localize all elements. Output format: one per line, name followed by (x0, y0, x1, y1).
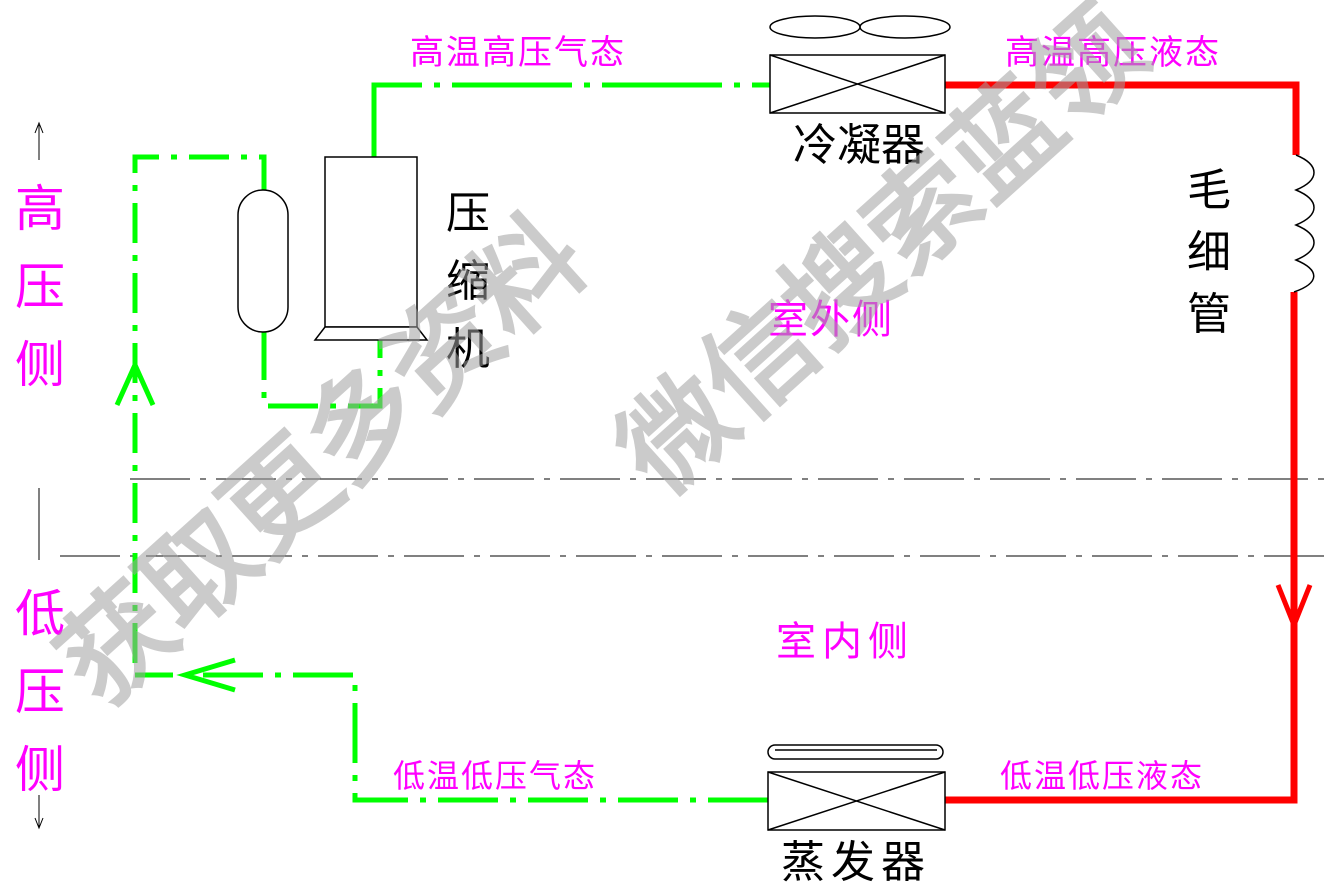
capillary-coil-icon (1293, 154, 1315, 293)
suction-pipe (135, 672, 768, 803)
accumulator-icon (237, 189, 289, 333)
low-side-arrow (34, 795, 44, 830)
high-side-arrow (34, 121, 44, 160)
capillary-to-evaporator-line (945, 292, 1298, 804)
label-low-temp-low-pressure-gas: 低温低压气态 (393, 757, 598, 795)
low-pressure-side-label: 低压侧 (15, 585, 65, 799)
condenser-icon (769, 15, 951, 114)
low-pressure-pipes (132, 82, 770, 803)
flow-arrow-up-icon (114, 358, 156, 407)
indoor-side-label: 室内侧 (776, 619, 914, 665)
evaporator-icon (767, 744, 946, 831)
compressor-label: 压缩机 (446, 188, 490, 375)
outdoor-side-label: 室外侧 (768, 297, 894, 343)
accumulator-inlet-pipe (132, 154, 267, 675)
flow-arrow-down-icon (1275, 584, 1313, 632)
discharge-pipe (371, 82, 770, 157)
high-pressure-pipes (945, 81, 1300, 804)
high-pressure-side-label: 高压侧 (15, 180, 65, 394)
liquid-line-to-capillary (945, 81, 1300, 155)
capillary-label: 毛细管 (1187, 165, 1231, 340)
evaporator-label: 蒸发器 (781, 837, 931, 888)
compressor-icon (313, 156, 429, 341)
flow-arrow-left-icon (176, 657, 236, 693)
label-high-temp-high-pressure-liquid: 高温高压液态 (1005, 33, 1221, 73)
label-low-temp-low-pressure-liquid: 低温低压液态 (1000, 757, 1205, 795)
label-high-temp-high-pressure-gas: 高温高压气态 (410, 33, 626, 73)
accumulator-outlet-pipe (261, 330, 383, 409)
condenser-label: 冷凝器 (793, 120, 925, 171)
